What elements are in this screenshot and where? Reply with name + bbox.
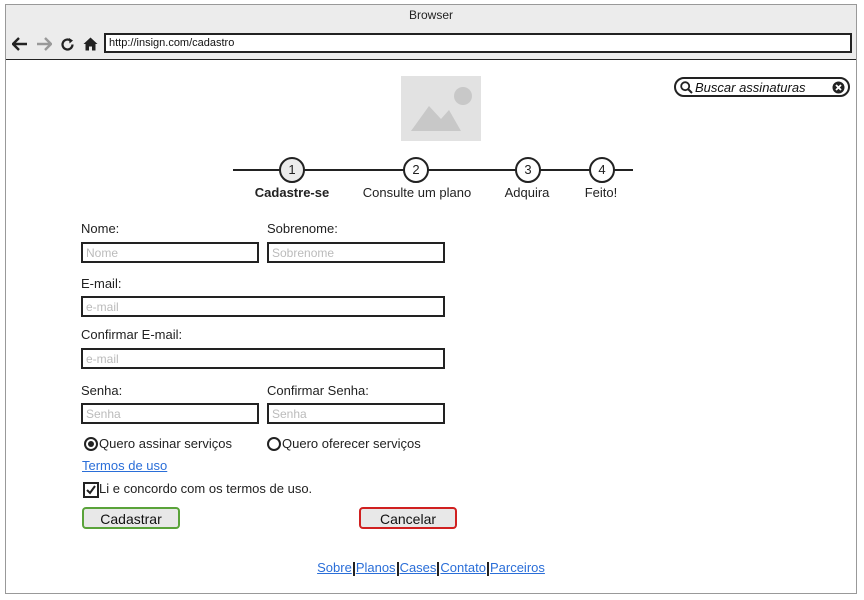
email-input[interactable] [81, 296, 445, 317]
cancel-button[interactable]: Cancelar [359, 507, 457, 529]
home-icon[interactable] [81, 35, 99, 53]
radio-assinar-label: Quero assinar serviços [99, 436, 232, 451]
radio-assinar[interactable] [84, 437, 98, 451]
step-label-3: Adquira [504, 185, 550, 200]
radio-oferecer[interactable] [267, 437, 281, 451]
confirm-email-input[interactable] [81, 348, 445, 369]
step-circle-2: 2 [403, 157, 429, 183]
terms-link[interactable]: Termos de uso [82, 458, 168, 473]
confirm-senha-input[interactable] [267, 403, 445, 424]
step-circle-4: 4 [589, 157, 615, 183]
terms-checkbox[interactable] [83, 482, 99, 498]
forward-arrow-icon[interactable] [35, 35, 53, 53]
progress-stepper: 1 2 3 4 Cadastre-se Consulte um plano Ad… [231, 157, 634, 205]
senha-input[interactable] [81, 403, 259, 424]
reload-icon[interactable] [58, 35, 76, 53]
back-arrow-icon[interactable] [11, 35, 29, 53]
nome-input[interactable] [81, 242, 259, 263]
footer-link-planos[interactable]: Planos [355, 560, 396, 575]
address-bar[interactable]: http://insign.com/cadastro [104, 33, 852, 53]
footer-separator [352, 561, 355, 576]
step-label-2: Consulte um plano [362, 185, 472, 200]
image-icon [411, 87, 472, 131]
footer-separator [486, 561, 489, 576]
sobrenome-input[interactable] [267, 242, 445, 263]
confirm-senha-label: Confirmar Senha: [267, 383, 369, 398]
window-title: Browser [6, 5, 856, 27]
radio-oferecer-label: Quero oferecer serviços [282, 436, 421, 451]
footer-link-contato[interactable]: Contato [440, 560, 486, 575]
nome-label: Nome: [81, 221, 120, 236]
browser-window: Browser http://insign.com/cadastro Busca… [5, 4, 857, 594]
search-icon [680, 81, 693, 97]
clear-search-icon[interactable] [832, 81, 845, 97]
step-label-4: Feito! [584, 185, 618, 200]
browser-toolbar: http://insign.com/cadastro [6, 27, 856, 60]
cadastrar-button[interactable]: Cadastrar [82, 507, 180, 529]
page-content: Buscar assinaturas 1 2 3 4 Cadastre-se C… [6, 61, 856, 593]
terms-checkbox-label: Li e concordo com os termos de uso. [99, 481, 313, 496]
checkmark-icon [86, 485, 96, 495]
logo-image-placeholder [401, 76, 481, 141]
step-label-1: Cadastre-se [254, 185, 330, 200]
footer-link-parceiros[interactable]: Parceiros [489, 560, 545, 575]
confirm-email-label: Confirmar E-mail: [81, 327, 183, 342]
email-label: E-mail: [81, 276, 122, 291]
search-placeholder: Buscar assinaturas [695, 80, 806, 95]
step-circle-1: 1 [279, 157, 305, 183]
step-circle-3: 3 [515, 157, 541, 183]
search-box[interactable]: Buscar assinaturas [674, 77, 850, 97]
footer-separator [396, 561, 399, 576]
stepper-line [233, 169, 633, 171]
footer-link-cases[interactable]: Cases [399, 560, 437, 575]
footer-separator [437, 561, 440, 576]
sobrenome-label: Sobrenome: [267, 221, 338, 236]
senha-label: Senha: [81, 383, 123, 398]
footer-link-sobre[interactable]: Sobre [317, 560, 352, 575]
